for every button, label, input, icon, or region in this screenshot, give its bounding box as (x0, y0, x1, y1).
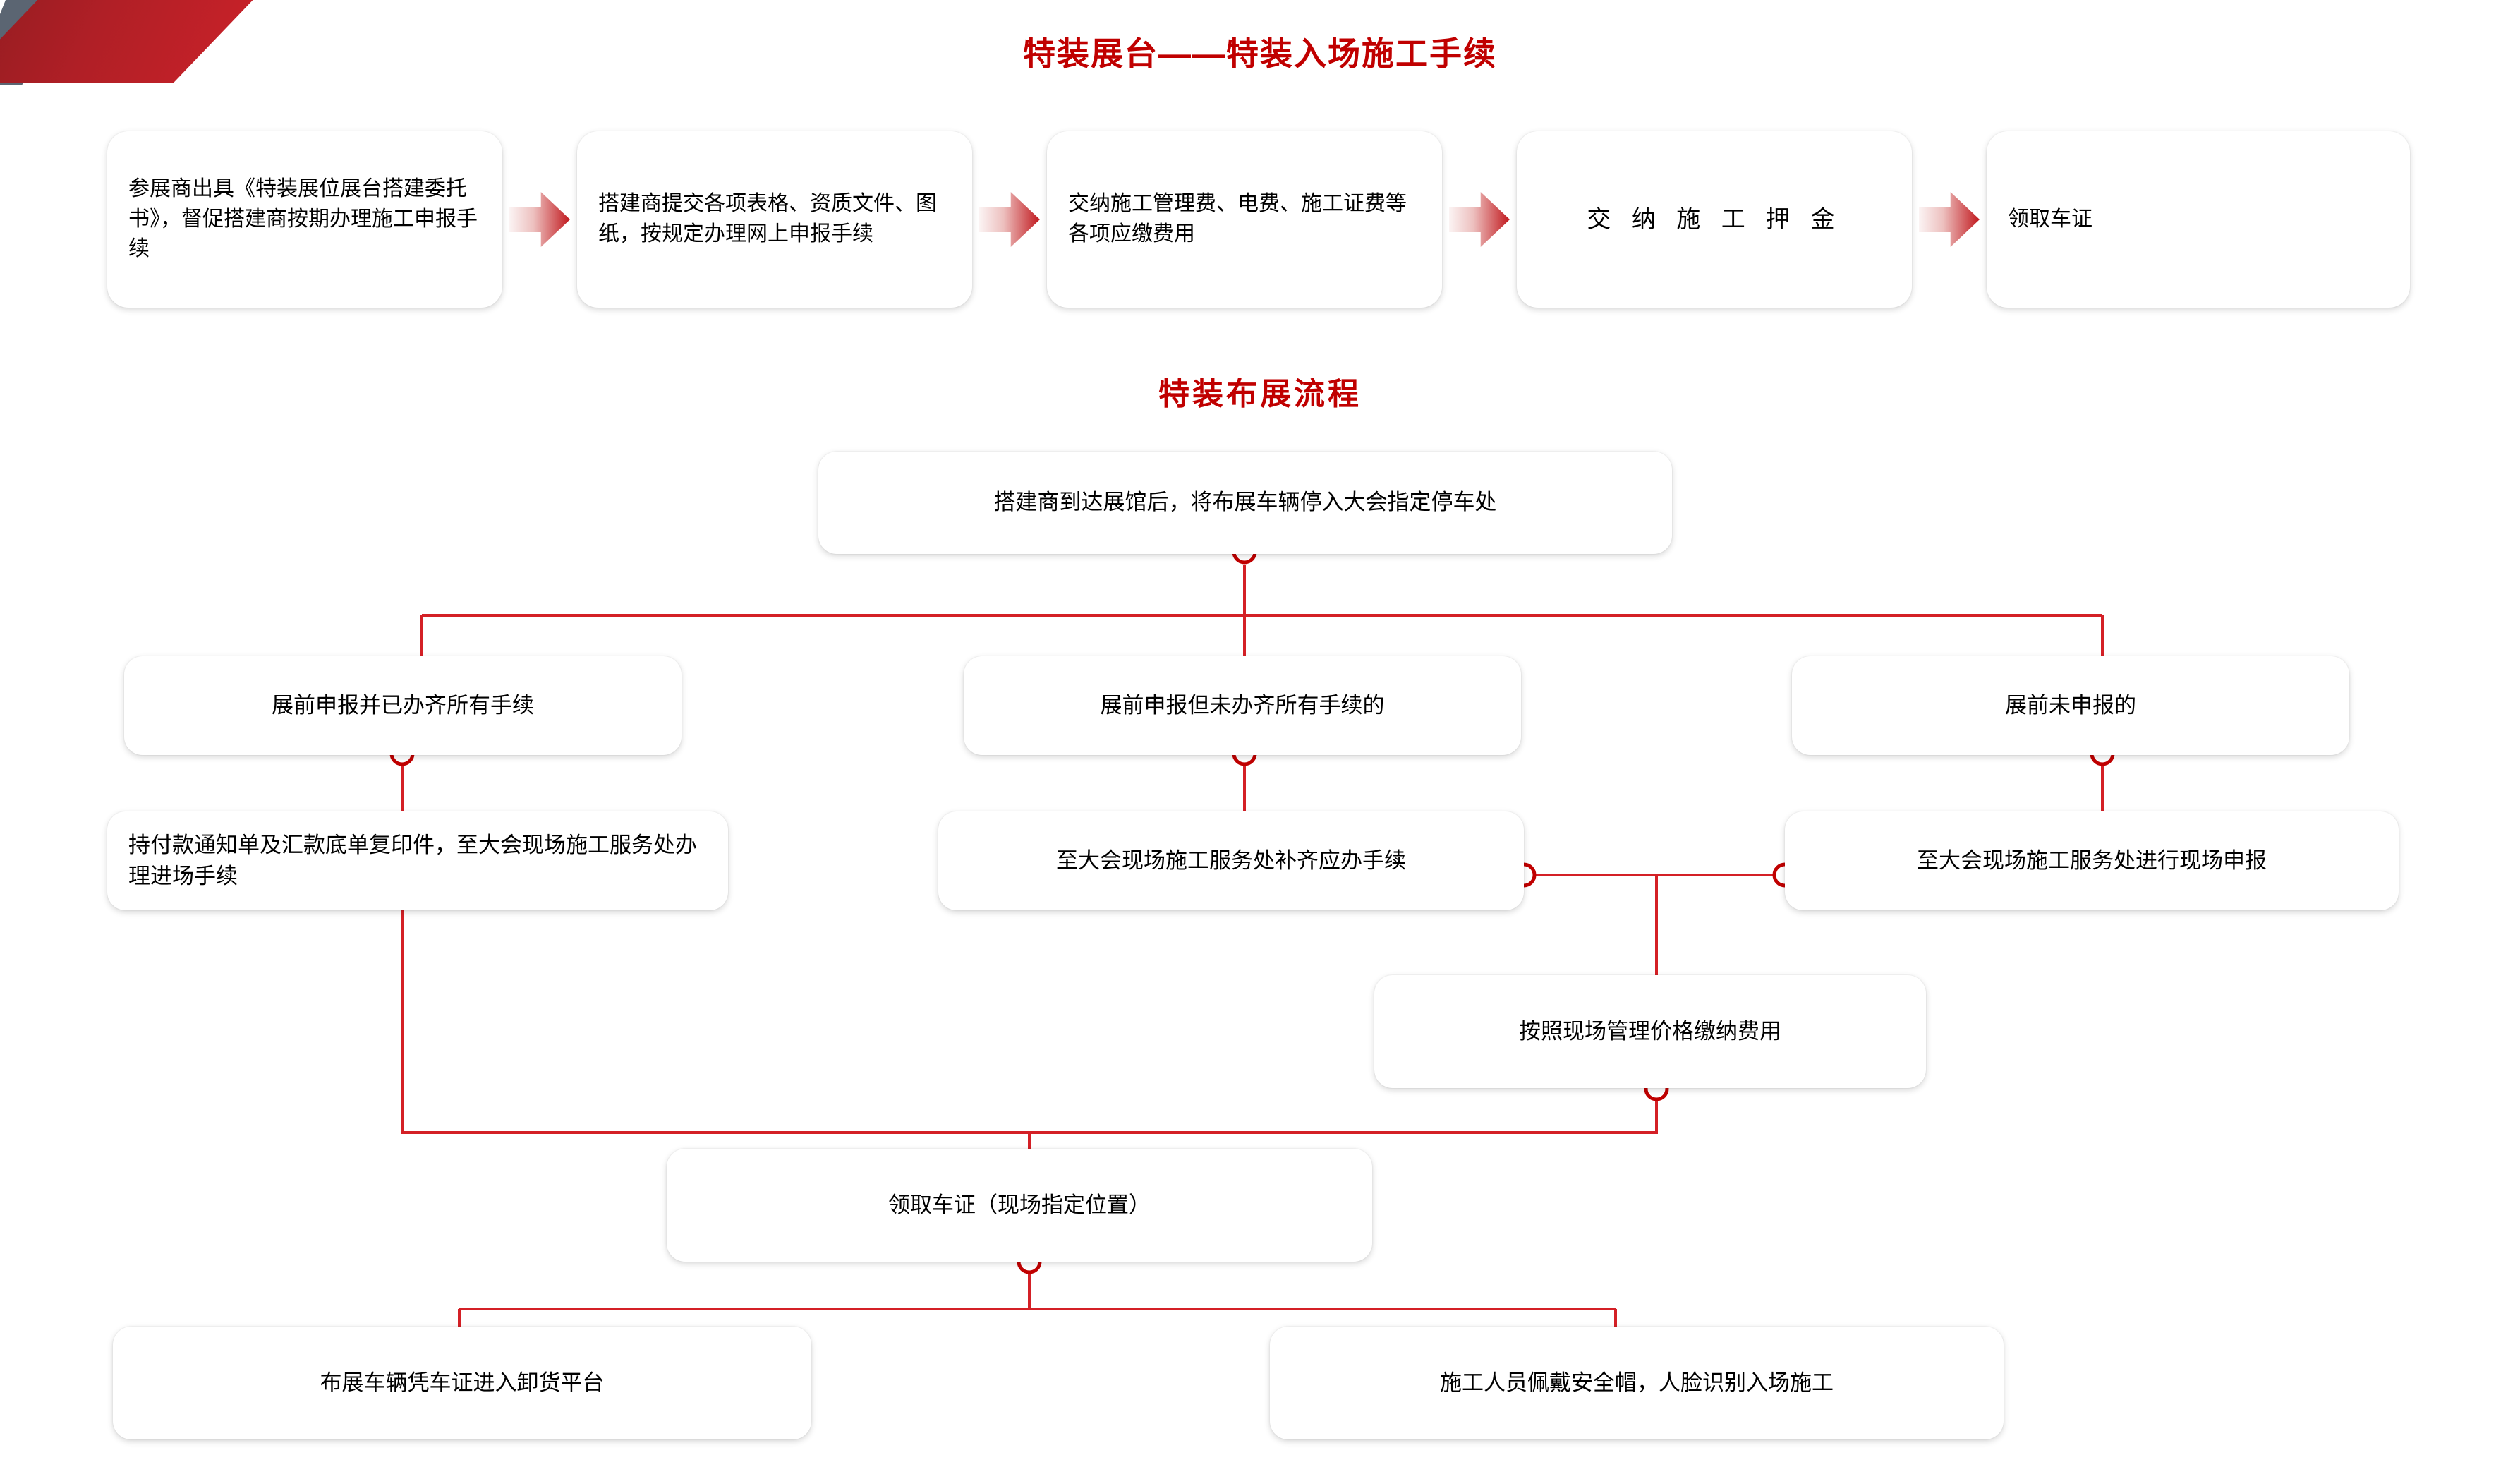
node-entry-done[interactable]: 持付款通知单及汇款底单复印件，至大会现场施工服务处办理进场手续 (107, 811, 728, 910)
node-branch-none-label: 展前未申报的 (2005, 692, 2136, 718)
procedure-step-2-label: 搭建商提交各项表格、资质文件、图纸，按规定办理网上申报手续 (598, 192, 937, 246)
procedure-step-3[interactable]: 交纳施工管理费、电费、施工证费等各项应缴费用 (1047, 131, 1442, 308)
node-entry-partial[interactable]: 至大会现场施工服务处补齐应办手续 (938, 811, 1524, 910)
node-helmet-label: 施工人员佩戴安全帽，人脸识别入场施工 (1440, 1370, 1834, 1395)
chevron-right-arrow-1 (509, 192, 570, 247)
chevron-right-arrow-2 (979, 192, 1040, 247)
node-helmet[interactable]: 施工人员佩戴安全帽，人脸识别入场施工 (1270, 1327, 2004, 1439)
node-branch-partial-label: 展前申报但未办齐所有手续的 (1100, 692, 1385, 718)
node-vehicle-pass[interactable]: 领取车证（现场指定位置） (667, 1149, 1372, 1262)
chevron-right-arrow-3 (1449, 192, 1510, 247)
chevron-right-arrow-4 (1919, 192, 1980, 247)
node-onsite-fee[interactable]: 按照现场管理价格缴纳费用 (1374, 975, 1926, 1088)
node-entry-partial-label: 至大会现场施工服务处补齐应办手续 (1056, 847, 1406, 873)
node-arrival-label: 搭建商到达展馆后，将布展车辆停入大会指定停车处 (993, 490, 1497, 515)
procedure-step-1-label: 参展商出具《特装展位展台搭建委托书》，督促搭建商按期办理施工申报手续 (128, 177, 478, 261)
procedure-step-4[interactable]: 交 纳 施 工 押 金 (1517, 131, 1912, 308)
node-entry-done-label: 持付款通知单及汇款底单复印件，至大会现场施工服务处办理进场手续 (128, 832, 697, 888)
node-branch-done[interactable]: 展前申报并已办齐所有手续 (124, 656, 682, 755)
procedure-step-1[interactable]: 参展商出具《特装展位展台搭建委托书》，督促搭建商按期办理施工申报手续 (107, 131, 502, 308)
node-branch-none[interactable]: 展前未申报的 (1792, 656, 2349, 755)
node-branch-done-label: 展前申报并已办齐所有手续 (272, 692, 534, 718)
procedure-step-4-label: 交 纳 施 工 押 金 (1587, 205, 1842, 233)
node-entry-none-label: 至大会现场施工服务处进行现场申报 (1917, 847, 2267, 873)
procedure-step-5[interactable]: 领取车证 (1987, 131, 2410, 308)
node-unload-label: 布展车辆凭车证进入卸货平台 (320, 1370, 605, 1395)
node-branch-partial[interactable]: 展前申报但未办齐所有手续的 (964, 656, 1521, 755)
node-onsite-fee-label: 按照现场管理价格缴纳费用 (1519, 1018, 1781, 1044)
procedure-step-5-label: 领取车证 (2008, 207, 2092, 231)
node-entry-none[interactable]: 至大会现场施工服务处进行现场申报 (1785, 811, 2399, 910)
page-title: 特装展台——特装入场施工手续 (1023, 35, 1497, 72)
node-arrival[interactable]: 搭建商到达展馆后，将布展车辆停入大会指定停车处 (818, 452, 1672, 554)
procedure-step-3-label: 交纳施工管理费、电费、施工证费等各项应缴费用 (1068, 192, 1407, 246)
procedure-step-2[interactable]: 搭建商提交各项表格、资质文件、图纸，按规定办理网上申报手续 (577, 131, 972, 308)
section-title: 特装布展流程 (1158, 377, 1362, 411)
node-vehicle-pass-label: 领取车证（现场指定位置） (888, 1192, 1151, 1217)
node-unload[interactable]: 布展车辆凭车证进入卸货平台 (113, 1327, 811, 1439)
